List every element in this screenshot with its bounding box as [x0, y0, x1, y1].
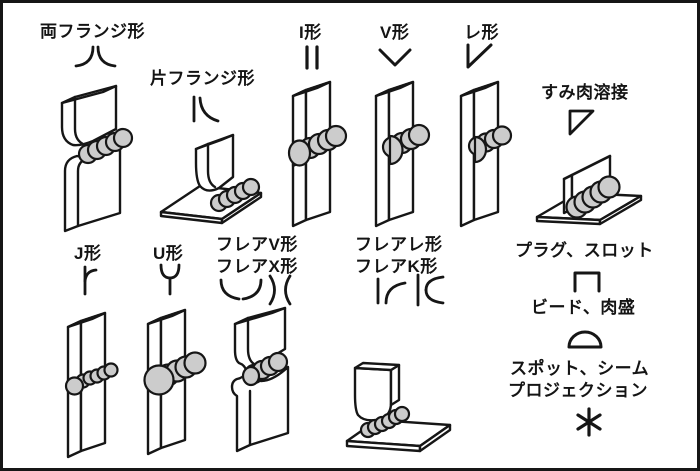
v-groove-joint-figure	[374, 80, 431, 228]
weld-bead	[467, 125, 513, 164]
flare-k-symbol-icon	[416, 273, 445, 307]
label-i-type: I形	[299, 23, 322, 42]
fillet-t-joint-figure	[535, 154, 643, 226]
weld-bead	[287, 124, 348, 168]
u-groove-symbol-icon	[159, 263, 181, 296]
flare-x-symbol-icon	[268, 274, 292, 306]
weld-bead	[77, 127, 134, 165]
fillet-symbol-icon	[568, 109, 595, 136]
curved-plate	[353, 366, 393, 422]
label-bevel-type: レ形	[464, 23, 499, 42]
weld-bead	[241, 351, 289, 387]
flare-x-joint-figure	[230, 306, 290, 453]
flare-v-symbol-icon	[219, 278, 263, 301]
label-projection: プロジェクション	[508, 381, 648, 400]
i-groove-symbol-icon	[305, 45, 319, 70]
v-groove-symbol-icon	[378, 48, 412, 67]
label-flare-bevel: フレアレ形	[355, 235, 443, 254]
label-spot-seam: スポット、シーム	[510, 359, 650, 378]
u-groove-joint-figure	[143, 308, 207, 456]
i-groove-joint-figure	[287, 80, 348, 228]
both-flange-joint-figure	[60, 84, 134, 233]
weld-bead	[381, 123, 431, 166]
label-bead-surfacing: ビード、肉盛	[531, 298, 636, 317]
single-flange-symbol-icon	[192, 95, 220, 123]
flare-bevel-symbol-icon	[376, 277, 407, 305]
j-groove-joint-figure	[64, 311, 119, 459]
label-u-type: U形	[153, 244, 184, 263]
j-groove-symbol-icon	[83, 265, 98, 296]
plug-slot-symbol-icon	[573, 271, 601, 293]
label-flare-v: フレアV形	[216, 235, 298, 254]
spot-seam-symbol-icon	[576, 407, 602, 437]
label-fillet: すみ肉溶接	[541, 83, 629, 102]
label-v-type: V形	[380, 23, 410, 42]
label-both-flange: 両フランジ形	[40, 22, 145, 41]
label-plug-slot: プラグ、スロット	[515, 241, 654, 260]
label-flare-x: フレアX形	[216, 257, 298, 276]
weld-bead	[143, 351, 207, 396]
label-j-type: J形	[74, 244, 102, 263]
label-flare-k: フレアK形	[355, 257, 438, 276]
label-single-flange: 片フランジ形	[150, 69, 255, 88]
single-flange-joint-figure	[159, 133, 263, 225]
weld-bead	[565, 175, 621, 219]
weld-bead	[359, 405, 411, 439]
both-flange-symbol-icon	[74, 45, 117, 68]
bead-surfacing-symbol-icon	[567, 330, 603, 349]
flare-bevel-joint-figure	[345, 361, 452, 453]
weld-bead	[209, 177, 261, 213]
bevel-groove-symbol-icon	[466, 43, 493, 69]
bevel-groove-joint-figure	[459, 80, 513, 228]
flanged-plate	[194, 133, 235, 192]
weld-bead	[64, 362, 119, 396]
